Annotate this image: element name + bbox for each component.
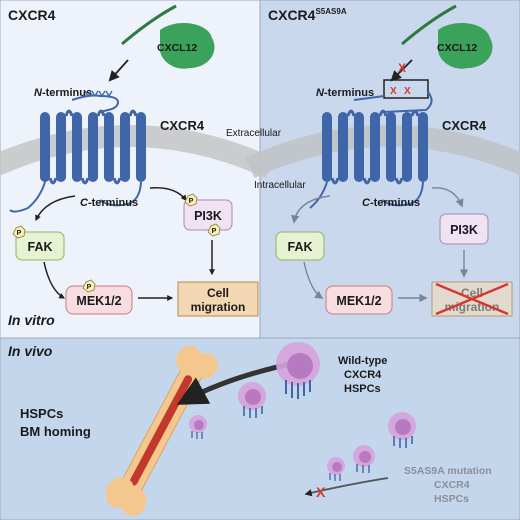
- hspc-bm-homing-line1: HSPCs: [20, 406, 63, 421]
- cxcl12-label-left: CXCL12: [157, 42, 197, 54]
- ligand-tether-right: [401, 4, 457, 46]
- wildtype-label-line2: CXCR4: [344, 369, 382, 381]
- cxcr4-receptor-left: [9, 109, 146, 213]
- fak-box-left: [15, 231, 65, 261]
- cxcr4-label-left: CXCR4: [160, 118, 205, 133]
- fak-label-right: FAK: [288, 240, 313, 254]
- arrow-fak-to-mek-right: [303, 261, 324, 299]
- cell-migration-left-line2: migration: [191, 300, 246, 314]
- mutant-label-line3: HSPCs: [434, 493, 469, 505]
- blocked-binding-mark: X: [398, 61, 406, 75]
- phospho-pi3k-bottom-label: P: [212, 228, 217, 235]
- mutation-site-box: [383, 79, 429, 99]
- cxcr4-receptor-right: [309, 109, 428, 209]
- phospho-pi3k-top: [184, 193, 198, 207]
- n-suffix-right: -terminus: [324, 87, 374, 99]
- ligand-arrow-right: [390, 59, 413, 82]
- phospho-mek-label: P: [87, 284, 92, 291]
- phospho-pi3k-bottom: [207, 223, 221, 237]
- mutation-mark-1: X: [390, 86, 397, 97]
- phospho-pi3k-top-label: P: [189, 198, 194, 205]
- intracellular-label: Intracellular: [254, 180, 306, 191]
- c-prefix-left: C: [80, 197, 89, 209]
- c-prefix-right: C: [362, 197, 371, 209]
- bottom-panel: [0, 337, 520, 520]
- fak-label-left: FAK: [28, 240, 53, 254]
- phospho-mek-left: [82, 279, 96, 293]
- mek-box-right: [325, 285, 393, 315]
- left-panel-title: CXCR4: [8, 7, 56, 23]
- mutant-label-line1: S5AS9A mutation: [404, 465, 492, 477]
- c-terminus-label-right: C-terminus: [362, 197, 420, 209]
- pi3k-box-right: [439, 213, 489, 245]
- n-suffix-left: -terminus: [42, 87, 92, 99]
- pi3k-box-left: [183, 199, 233, 231]
- cell-migration-cross: [435, 282, 509, 316]
- fak-box-right: [275, 231, 325, 261]
- hspc-wildtype-small: [189, 415, 207, 439]
- arrow-fak-to-mek-left: [43, 261, 66, 299]
- n-prefix-left: N: [34, 87, 43, 99]
- in-vitro-label: In vitro: [8, 312, 55, 328]
- mutant-homing-arrow: [304, 477, 389, 497]
- mutant-label-line2: CXCR4: [434, 479, 470, 491]
- right-panel-title-superscript: S5AS9A: [315, 7, 346, 16]
- glycan-marks-left: [84, 90, 113, 97]
- cxcr4-label-right: CXCR4: [442, 118, 487, 133]
- wildtype-label-line3: HSPCs: [344, 383, 381, 395]
- n-prefix-right: N: [316, 87, 325, 99]
- n-terminus-tail-right: [353, 91, 433, 113]
- hspc-mutant-small: [327, 457, 345, 481]
- hspc-wildtype-medium: [238, 382, 266, 418]
- c-suffix-left: -terminus: [88, 197, 138, 209]
- phospho-fak-left: [12, 225, 26, 239]
- right-panel-title-main: CXCR4: [268, 7, 316, 23]
- femur-bone: [105, 345, 218, 516]
- mek-label-right: MEK1/2: [336, 294, 381, 308]
- cell-migration-box-left: [177, 281, 259, 317]
- n-terminus-label-right: N-terminus: [316, 87, 374, 99]
- arrow-to-fak-left: [35, 195, 76, 222]
- cxcl12-ligand-left: [159, 23, 215, 69]
- mek-box-left: [65, 285, 133, 315]
- phospho-fak-label: P: [17, 230, 22, 237]
- c-terminus-label-left: C-terminus: [80, 197, 138, 209]
- extracellular-label: Extracellular: [226, 128, 282, 139]
- n-terminus-label-left: N-terminus: [34, 87, 92, 99]
- pi3k-label-right: PI3K: [450, 223, 478, 237]
- hspc-wildtype-large: [276, 342, 320, 399]
- ligand-tether-left: [121, 4, 177, 46]
- ligand-arrow-left: [108, 59, 129, 82]
- in-vivo-label: In vivo: [8, 343, 53, 359]
- wildtype-label-line1: Wild-type: [338, 355, 387, 367]
- arrow-to-fak-right: [291, 195, 331, 224]
- cell-migration-left-line1: Cell: [207, 286, 229, 300]
- hspc-bm-homing-line2: BM homing: [20, 424, 91, 439]
- arrow-to-pi3k-right: [431, 187, 464, 208]
- right-panel-title: CXCR4S5AS9A: [268, 7, 347, 23]
- mutant-homing-blocked-mark: X: [316, 484, 326, 500]
- hspc-mutant-large: [388, 412, 416, 448]
- c-suffix-right: -terminus: [370, 197, 420, 209]
- mutation-mark-2: X: [404, 86, 411, 97]
- pi3k-label-left: PI3K: [194, 209, 222, 223]
- cxcl12-ligand-right: [437, 23, 493, 69]
- mek-label-left: MEK1/2: [76, 294, 121, 308]
- hspc-mutant-medium: [353, 445, 375, 473]
- cxcl12-label-right: CXCL12: [437, 42, 477, 54]
- arrow-to-pi3k-left: [149, 187, 187, 201]
